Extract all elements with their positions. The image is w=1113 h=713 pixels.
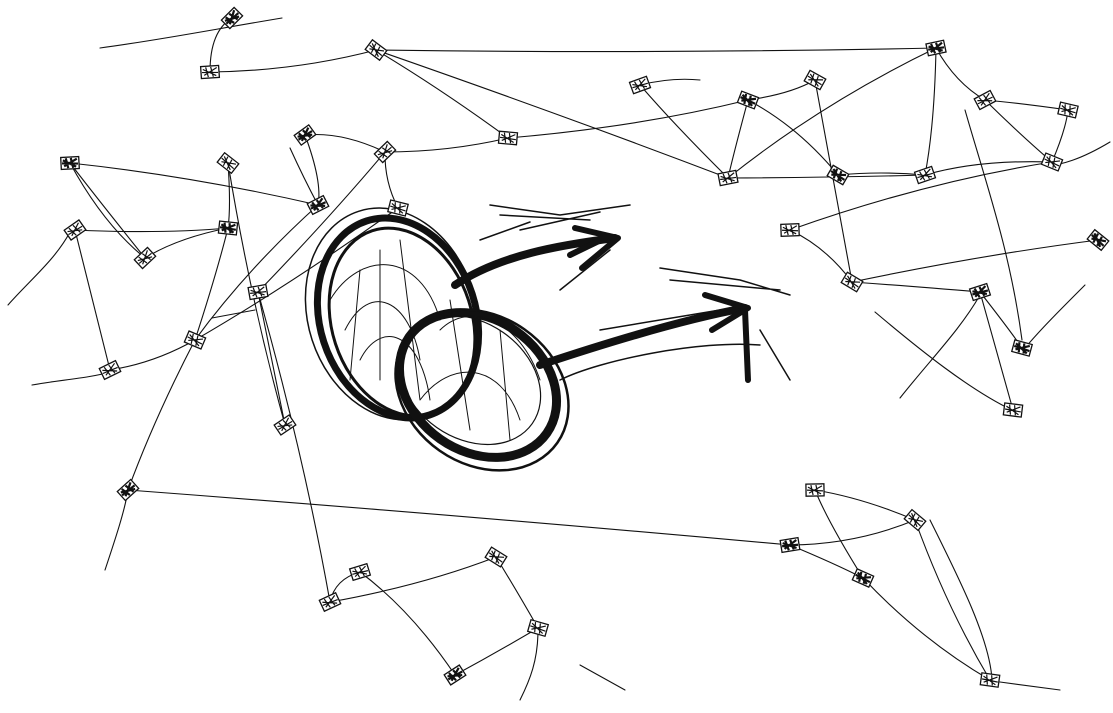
scribble-node	[780, 538, 800, 553]
scribble-node	[201, 65, 220, 78]
scribble-node	[806, 484, 824, 496]
scribble-node	[248, 285, 268, 300]
scribble-node	[61, 157, 80, 170]
scribble-node	[781, 224, 799, 237]
scribble-node	[499, 131, 518, 145]
scribble-node	[980, 673, 999, 687]
scribble-node	[718, 170, 738, 185]
scribble-node	[1003, 403, 1022, 417]
scribble-node	[218, 221, 237, 235]
